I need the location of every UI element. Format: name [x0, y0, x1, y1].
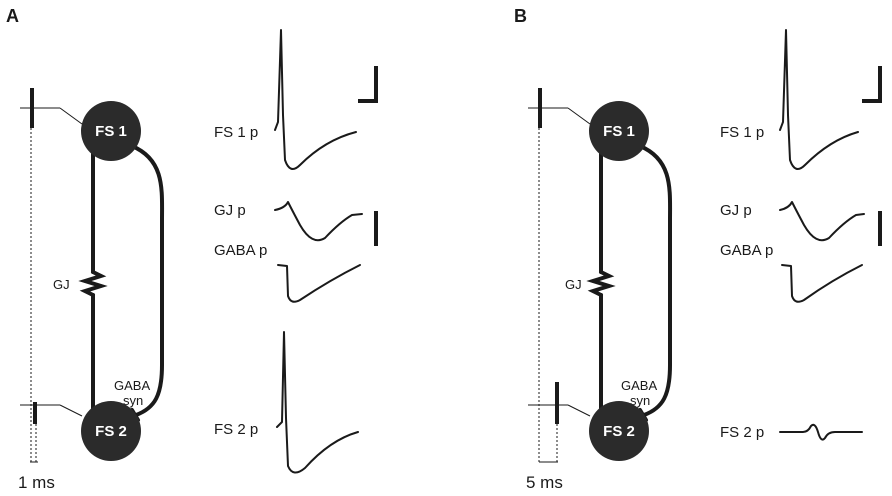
cell-fs1-label: FS 1: [603, 123, 635, 140]
trace-gj: [274, 201, 363, 242]
trace-fs2: [276, 331, 359, 474]
panel-b: B 5 ms GJ GABA syn FS 1 FS 2 FS 1 p GJ p…: [514, 6, 882, 492]
trace-label-fs1: FS 1 p: [214, 124, 258, 141]
cell-fs2: [81, 401, 141, 461]
trace-label-fs1: FS 1 p: [720, 124, 764, 141]
cell-fs2-label: FS 2: [603, 423, 635, 440]
synapse-label-gaba: GABA: [114, 378, 150, 393]
stimulus-lead-top: [567, 107, 591, 125]
trace-gaba: [277, 264, 361, 303]
trace-label-fs2: FS 2 p: [214, 421, 258, 438]
cell-fs1-label: FS 1: [95, 123, 127, 140]
cell-fs2-label: FS 2: [95, 423, 127, 440]
trace-label-fs2: FS 2 p: [720, 424, 764, 441]
gap-junction-label: GJ: [53, 277, 70, 292]
trace-fs2: [779, 423, 863, 441]
gaba-synapse-axon: [130, 144, 165, 417]
gap-junction-label: GJ: [565, 277, 582, 292]
trace-label-gj: GJ p: [720, 202, 752, 219]
gap-junction-resistor: [78, 270, 108, 297]
cell-fs1: [589, 101, 649, 161]
panel-a-letter: A: [6, 6, 19, 26]
scale-bar-fs1: [358, 66, 378, 103]
gaba-synapse-axon: [638, 144, 673, 417]
stimulus-lead-bottom: [59, 404, 83, 417]
trace-gj: [779, 201, 865, 242]
synapse-label-gaba: GABA: [621, 378, 657, 393]
stimulus-lead-bottom: [567, 404, 591, 417]
trace-fs1: [779, 29, 859, 170]
cell-fs1: [81, 101, 141, 161]
trace-label-gaba: GABA p: [720, 242, 773, 259]
synapse-label-syn: syn: [630, 393, 650, 408]
synapse-label-syn: syn: [123, 393, 143, 408]
trace-label-gaba: GABA p: [214, 242, 267, 259]
panel-a: A 1 ms GJ GABA syn FS 1 FS 2 FS 1 p GJ p: [6, 6, 378, 492]
trace-gaba: [781, 264, 863, 303]
stimulus-lead-top: [59, 107, 83, 125]
trace-fs1: [274, 29, 357, 170]
cell-fs2: [589, 401, 649, 461]
scale-bar-fs1: [862, 66, 882, 103]
panel-b-letter: B: [514, 6, 527, 26]
time-scale-label: 5 ms: [526, 473, 563, 492]
time-scale-label: 1 ms: [18, 473, 55, 492]
gap-junction-resistor: [586, 270, 616, 297]
trace-label-gj: GJ p: [214, 202, 246, 219]
